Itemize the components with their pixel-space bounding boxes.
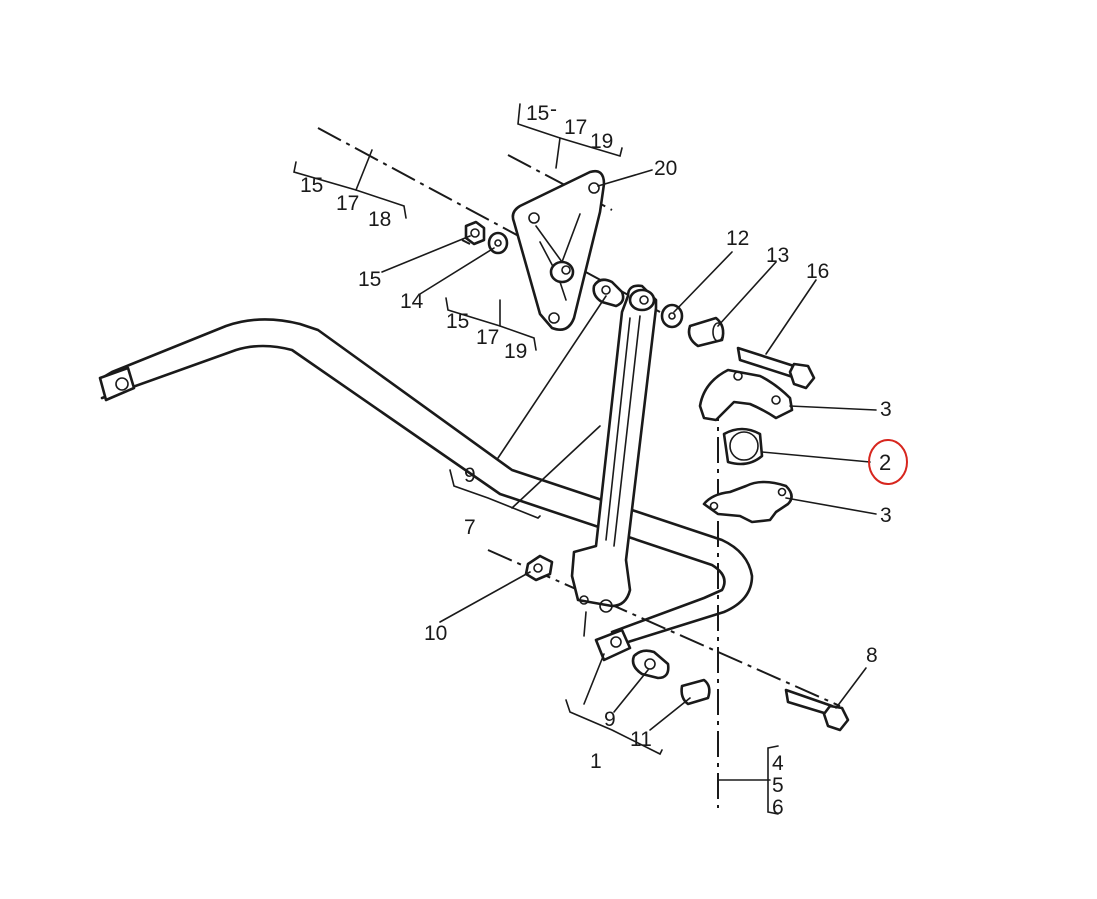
label-3-lower: 3: [880, 504, 892, 527]
group-bracket-top-right: [517, 103, 623, 169]
label-1: 1: [590, 750, 602, 773]
group-top-left-ref-a: 15: [300, 174, 323, 197]
bushing-2: [722, 427, 764, 466]
group-456-ref-c: 6: [772, 796, 784, 819]
bracket: [511, 169, 606, 331]
label-14: 14: [400, 290, 424, 313]
group-bracket-7: [449, 469, 541, 519]
group-bracket-top-left: [293, 149, 407, 219]
group-bracket-1: [565, 611, 663, 756]
lower-clamp: [702, 480, 793, 524]
highlight-circle: [868, 439, 908, 485]
label-10: 10: [424, 622, 447, 645]
label-2: 2: [879, 450, 891, 475]
lower-hardware: [524, 554, 850, 732]
group-mid-ref-c: 19: [504, 340, 527, 363]
label-9-lower: 9: [604, 708, 616, 731]
group-mid-ref-b: 17: [476, 326, 499, 349]
label-11: 11: [630, 728, 652, 751]
nut-and-washer: [464, 220, 509, 255]
upper-hardware: [660, 303, 816, 390]
label-20: 20: [654, 157, 677, 180]
group-bracket-456: [767, 745, 779, 815]
group-top-right-dash-a: -: [550, 98, 557, 121]
group-456-ref-b: 5: [772, 774, 784, 797]
label-15: 15: [358, 268, 381, 291]
label-3-upper: 3: [880, 398, 892, 421]
label-7: 7: [464, 516, 476, 539]
label-8: 8: [866, 644, 878, 667]
group-bracket-mid: [445, 297, 537, 351]
group-top-left-ref-b: 17: [336, 192, 359, 215]
group-456-ref-a: 4: [772, 752, 784, 775]
group-top-right-ref-b: 17: [564, 116, 587, 139]
stabilizer-bar: [98, 318, 754, 662]
group-top-right-ref-a: 15: [526, 102, 549, 125]
label-12: 12: [726, 227, 749, 250]
callout-labels: 20 12 13 16 15 14 3 2 3 9 7 10 8 9 11 1 …: [300, 98, 892, 819]
label-16: 16: [806, 260, 829, 283]
upper-bushing: [592, 278, 625, 308]
upper-clamp: [698, 368, 794, 422]
group-top-right-ref-c: 19: [590, 130, 613, 153]
label-9-upper: 9: [464, 464, 476, 487]
group-top-left-ref-c: 18: [368, 208, 391, 231]
link-rod: [570, 284, 658, 613]
leader-lines: [381, 169, 877, 781]
group-mid-ref-a: 15: [446, 310, 469, 333]
label-13: 13: [766, 244, 789, 267]
